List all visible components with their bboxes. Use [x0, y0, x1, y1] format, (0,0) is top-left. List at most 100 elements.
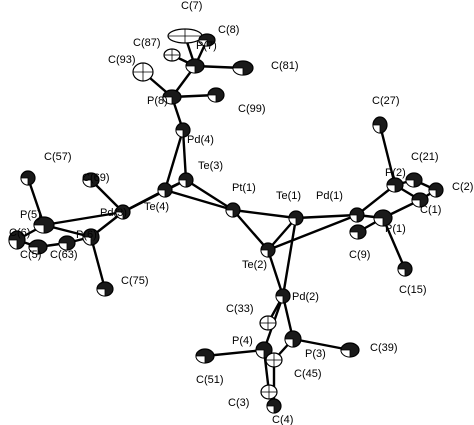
label-c3: C(3): [228, 397, 249, 409]
atom-c63: [58, 235, 76, 251]
atom-c6: [8, 230, 26, 250]
label-c63: C(63): [50, 249, 78, 261]
atom-octant: [411, 199, 421, 208]
label-c51: C(51): [196, 374, 224, 386]
bond-pd3-p5: [42, 210, 125, 227]
atom-c57: [20, 170, 36, 186]
atom-octant: [58, 242, 68, 251]
atom-octant: [195, 355, 206, 364]
atom-p5: [33, 216, 55, 234]
atom-c3: [260, 384, 278, 400]
label-c27: C(27): [372, 95, 400, 107]
atom-octant: [349, 214, 358, 223]
atom-octant: [349, 231, 359, 240]
label-c87: C(87): [133, 37, 161, 49]
label-c75: C(75): [121, 275, 149, 287]
atom-c4: [266, 398, 282, 414]
label-c1: C(1): [420, 204, 441, 216]
atom-te4: [157, 182, 173, 198]
label-c15: C(15): [399, 284, 427, 296]
atom-te1: [288, 210, 304, 226]
atom-p7: [185, 58, 205, 74]
atom-p3: [284, 330, 302, 348]
label-te3: Te(3): [198, 160, 223, 172]
atom-octant: [185, 65, 196, 74]
label-c57: C(57): [44, 151, 72, 163]
label-c33: C(33): [226, 303, 254, 315]
atom-c5: [28, 239, 48, 255]
bond-p3-c39: [291, 337, 352, 352]
atom-c99: [207, 87, 225, 103]
atom-p4: [255, 341, 273, 359]
atom-octant: [260, 249, 269, 258]
atom-c27: [372, 116, 388, 134]
bond-p2-c27: [378, 123, 397, 187]
label-c5: C(5): [20, 249, 41, 261]
atom-octant: [372, 124, 381, 134]
bond-pd4-te4: [163, 128, 185, 192]
label-c8: C(8): [218, 24, 239, 36]
atom-octant: [33, 224, 45, 234]
bond-te3-pt1: [184, 178, 235, 212]
label-p4: P(4): [232, 335, 253, 347]
label-c2: C(2): [452, 181, 473, 193]
label-c21: C(21): [411, 151, 439, 163]
atom-octant: [386, 184, 396, 193]
label-c9: C(9): [349, 249, 370, 261]
bond-te2-pd1: [266, 213, 359, 252]
label-c93: C(93): [108, 54, 136, 66]
bond-p6-c75: [89, 235, 107, 291]
label-p1: P(1): [385, 223, 406, 235]
atom-pt1: [225, 202, 241, 218]
label-te4: Te(4): [144, 201, 169, 213]
label-c45: C(45): [294, 368, 322, 380]
atom-octant: [428, 189, 437, 198]
atom-p8: [162, 89, 182, 105]
atom-c15: [397, 261, 413, 277]
bond-te3-pd3: [121, 178, 188, 214]
atom-octant: [232, 67, 244, 76]
atom-c8: [198, 33, 216, 47]
label-te1: Te(1): [276, 190, 301, 202]
atom-pd3: [115, 204, 131, 220]
atom-c87: [163, 48, 181, 62]
atom-c81: [232, 60, 254, 76]
atom-octant: [198, 39, 208, 47]
atom-octant: [207, 94, 217, 103]
label-p8: P(8): [147, 95, 168, 107]
atom-octant: [397, 268, 406, 277]
atom-p6: [82, 228, 100, 246]
label-p6: P(6): [76, 229, 97, 241]
bond-te4-pt1: [163, 188, 235, 212]
label-c81: C(81): [271, 60, 299, 72]
bond-p4-c51: [203, 348, 266, 358]
atom-c9: [349, 224, 367, 240]
atom-c45: [265, 352, 283, 368]
atom-pd4: [175, 122, 191, 138]
atom-octant: [178, 179, 187, 188]
bond-pt1-te2: [231, 208, 270, 252]
label-pt1: Pt(1): [232, 182, 256, 194]
label-pd4: Pd(4): [187, 134, 214, 146]
atom-octant: [96, 288, 106, 297]
label-pd3: Pd(3): [100, 207, 127, 219]
atom-p2: [386, 177, 404, 193]
label-c99: C(99): [238, 103, 266, 115]
atom-c69: [82, 172, 100, 188]
atom-octant: [157, 189, 166, 198]
label-pd2: Pd(2): [292, 291, 319, 303]
label-p2: P(2): [385, 167, 406, 179]
label-p7: P(7): [196, 40, 217, 52]
bond-pt1-te1: [231, 208, 298, 220]
atom-octant: [8, 239, 18, 250]
atom-octant: [82, 179, 92, 188]
atom-c51: [195, 348, 215, 364]
bond-te1-pd1: [294, 213, 359, 220]
atom-octant: [284, 338, 294, 348]
bond-te2-pd2: [266, 248, 285, 298]
atom-octant: [275, 295, 284, 304]
label-c6: C(6): [9, 227, 30, 239]
atom-c39: [340, 342, 360, 358]
